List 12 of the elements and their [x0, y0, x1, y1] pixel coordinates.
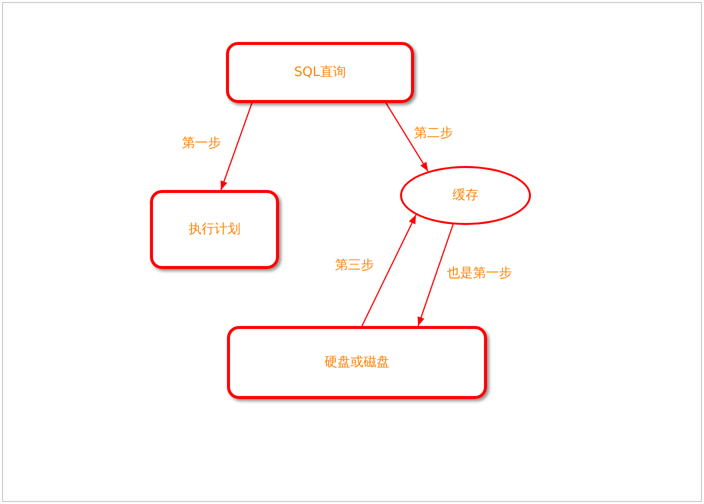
rounded-box: [227, 326, 487, 399]
arrow: [220, 102, 253, 190]
node-label: 执行计划: [188, 220, 240, 239]
node-label: 缓存: [452, 186, 478, 205]
arrow: [385, 102, 429, 172]
node-label: 硬盘或磁盘: [324, 354, 390, 372]
ellipse-node: [400, 166, 531, 225]
arrow: [361, 214, 417, 326]
rounded-box: [226, 42, 414, 103]
rounded-box: [150, 190, 279, 269]
arrow: [418, 224, 454, 326]
node-label: SQL直询: [294, 64, 346, 82]
